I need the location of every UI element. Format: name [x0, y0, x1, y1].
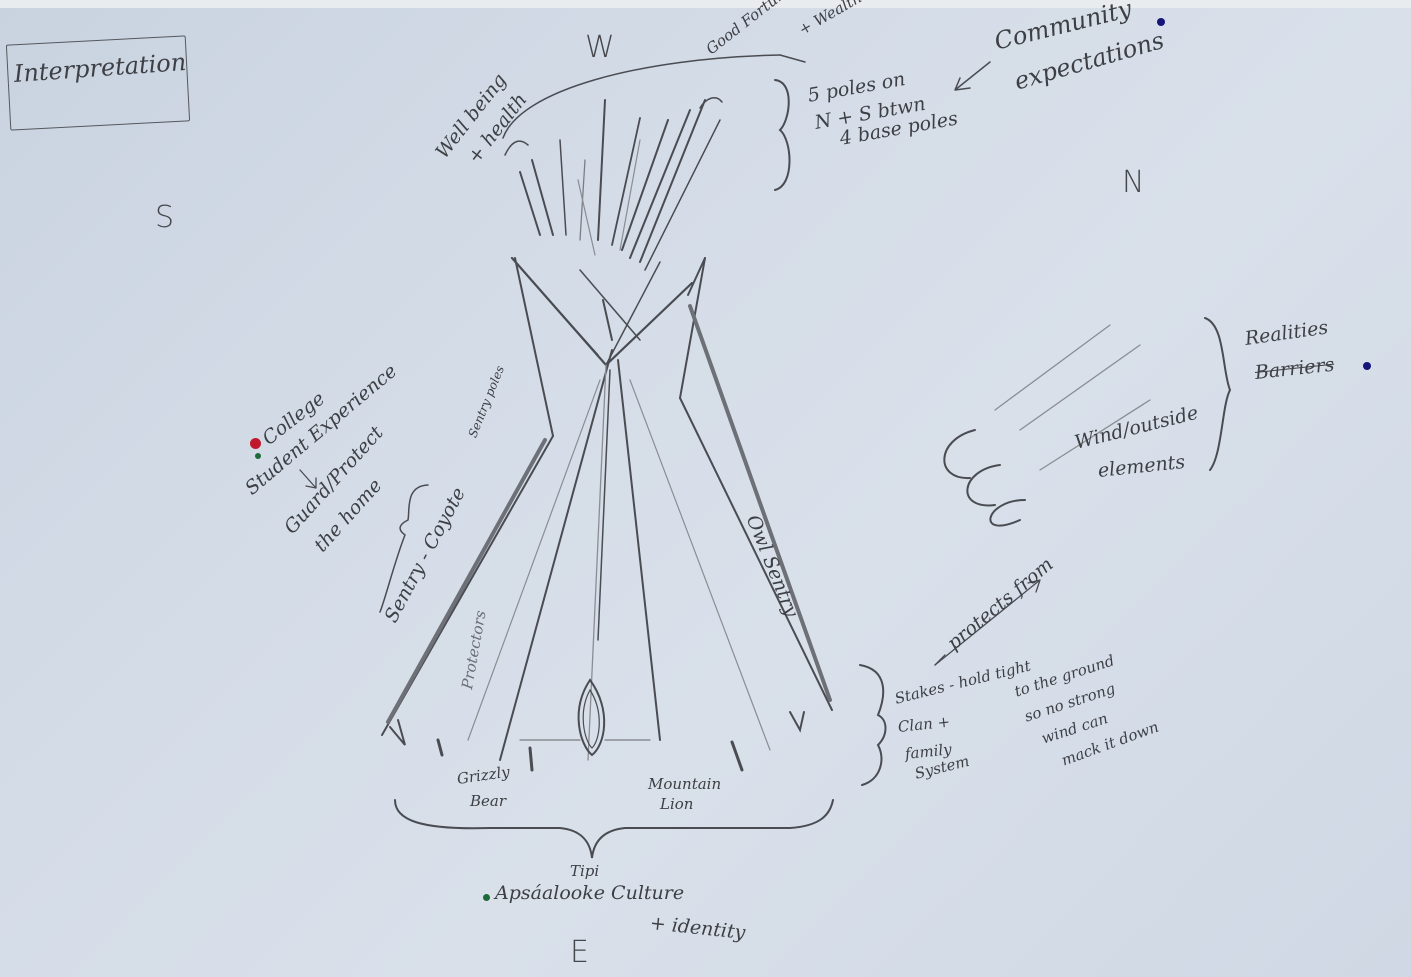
- compass-east: E: [570, 935, 589, 970]
- tipi-label: Tipi: [570, 862, 599, 880]
- compass-west: W: [585, 30, 615, 65]
- red-dot-college: [250, 438, 261, 449]
- compass-north: N: [1122, 165, 1144, 200]
- blue-dot-community: [1157, 18, 1165, 26]
- blue-dot-barriers: [1363, 362, 1371, 370]
- compass-south: S: [155, 200, 174, 235]
- grizzly-label-2: Bear: [470, 792, 506, 810]
- mountain-label-2: Lion: [660, 795, 693, 813]
- culture-label-1: Apsáalooke Culture: [495, 882, 684, 904]
- green-dot-college: [255, 453, 261, 459]
- green-dot-culture: [483, 894, 490, 901]
- mountain-label-1: Mountain: [648, 775, 721, 793]
